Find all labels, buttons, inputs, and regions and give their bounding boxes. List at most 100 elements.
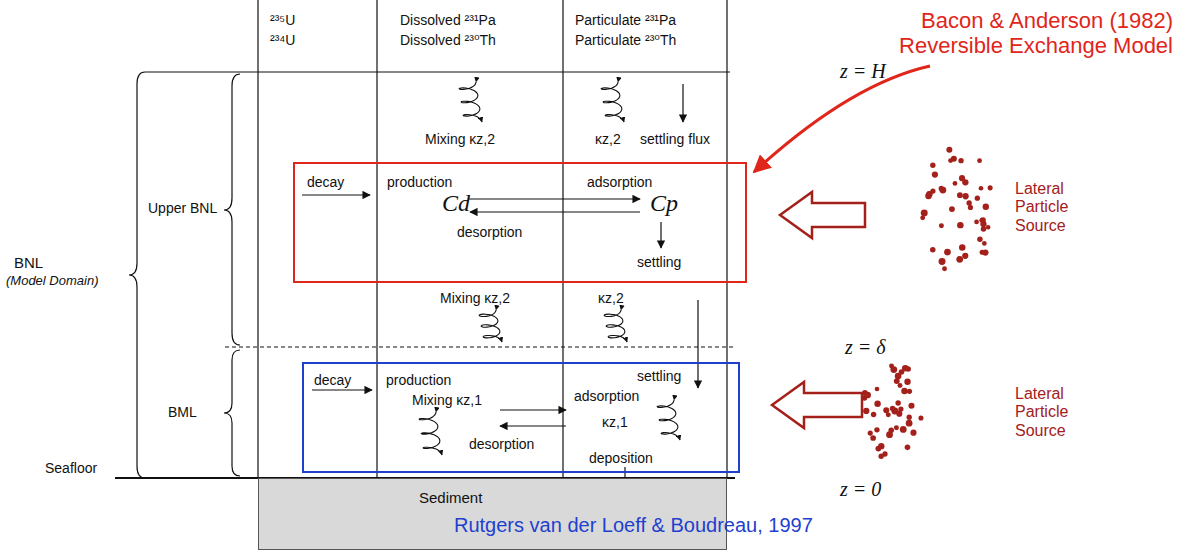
adsorption-arrow [500, 409, 566, 410]
layer-label: BNL [14, 254, 43, 271]
particle-dot [895, 400, 900, 405]
particle-dot [874, 401, 880, 407]
process-label: settling [637, 368, 681, 384]
particle-dot [905, 445, 911, 451]
particle-dot [883, 407, 889, 413]
particle-dot [870, 435, 876, 441]
source-label: Lateral Particle Source [1015, 385, 1095, 440]
process-label: adsorption [587, 174, 652, 190]
particle-dot [894, 378, 900, 384]
particle-dot [868, 430, 873, 435]
source-label: Lateral Particle Source [1015, 180, 1095, 235]
upper-bnl-brace [224, 74, 240, 345]
column-header: Dissolved ²³¹Pa [400, 12, 496, 28]
particle-dot [900, 426, 907, 433]
particle-dot [942, 266, 947, 271]
mixing-coil [479, 310, 502, 342]
particle-dot [910, 430, 916, 436]
mixing-coil [459, 82, 482, 122]
particle-dot [957, 222, 963, 228]
particle-dot [966, 200, 971, 205]
particle-dot [977, 158, 982, 163]
particle-dot [980, 250, 985, 255]
layer-label: BML [168, 404, 197, 420]
process-label: Mixing κz,1 [412, 392, 482, 408]
flux-label: settling flux [640, 131, 710, 147]
mixing-label: κz,2 [595, 131, 621, 147]
particle-dot [975, 196, 980, 201]
settling-flux-arrow [682, 84, 683, 122]
particle-dot [930, 247, 936, 253]
mixing-label: Mixing κz,2 [440, 290, 510, 306]
particle-dot [988, 185, 993, 190]
reversible-exchange-box: decayproductionCdadsorptiondesorptionCps… [293, 162, 747, 283]
particle-dot [959, 244, 965, 250]
particle-dot [944, 249, 951, 256]
column-header: Particulate ²³¹Pa [575, 12, 676, 28]
bml-top-dashed-line [225, 346, 735, 347]
particle-dot [977, 236, 982, 241]
process-label: desorption [469, 436, 534, 452]
particle-dot [962, 253, 968, 259]
decay-arrow [312, 389, 372, 390]
particle-dot [939, 223, 944, 228]
particle-dot [901, 388, 907, 394]
particle-dot [921, 209, 928, 216]
isotope-header: ²³⁵U [270, 12, 295, 28]
column-header: Particulate ²³⁰Th [575, 32, 676, 48]
process-label: κz,1 [602, 414, 628, 430]
particle-dot [939, 258, 946, 265]
particle-dot [871, 412, 876, 417]
bnl-brace [129, 72, 145, 478]
particle-dot [874, 427, 879, 432]
particle-dot [875, 387, 880, 392]
depth-label: z = δ [845, 336, 886, 359]
particle-dot [958, 158, 963, 163]
model-caption: Rutgers van der Loeff & Boudreau, 1997 [454, 514, 813, 537]
particle-dot [949, 206, 955, 212]
layer-label: Upper BNL [148, 200, 217, 216]
process-label: decay [314, 372, 351, 388]
particle-dot [939, 187, 946, 194]
mixing-coil [604, 310, 627, 342]
particle-dot [925, 193, 932, 200]
particle-dot [918, 416, 923, 421]
depth-label: z = H [840, 60, 886, 83]
particle-dot [906, 420, 913, 427]
particle-dot [864, 392, 871, 399]
particle-cloud [862, 147, 993, 459]
particle-dot [979, 186, 984, 191]
mixing-label: Mixing κz,2 [425, 131, 495, 147]
depth-label: z = 0 [840, 478, 881, 501]
particle-dot [907, 415, 912, 420]
particle-dot [982, 241, 987, 246]
model-callout: Bacon & Anderson (1982) Reversible Excha… [853, 8, 1173, 59]
process-label: settling [637, 254, 681, 270]
particle-dot [904, 379, 910, 385]
particle-dot [962, 179, 968, 185]
particle-dot [956, 256, 963, 263]
top-boundary-line [145, 71, 730, 72]
particle-dot [930, 163, 935, 168]
mixing-label: κz,2 [598, 290, 624, 306]
mixing-coil [601, 82, 624, 122]
column-header: Dissolved ²³⁰Th [400, 32, 496, 48]
lateral-arrow [780, 192, 865, 238]
particle-dot [957, 192, 963, 198]
particle-dot [863, 408, 869, 414]
settling-arrow [660, 222, 661, 248]
particle-dot [953, 181, 958, 186]
particle-dot [899, 369, 905, 375]
decay-arrow [302, 194, 370, 195]
bml-model-box: decayproductionMixing κz,1adsorptionκz,1… [302, 362, 740, 473]
adsorption-arrow [468, 198, 640, 199]
lateral-arrow [772, 382, 862, 428]
particle-dot [983, 203, 989, 209]
process-label: desorption [457, 224, 522, 240]
desorption-arrow [500, 425, 566, 426]
mixing-coil [419, 412, 442, 455]
process-label: adsorption [574, 388, 639, 404]
particle-dot [974, 220, 979, 225]
